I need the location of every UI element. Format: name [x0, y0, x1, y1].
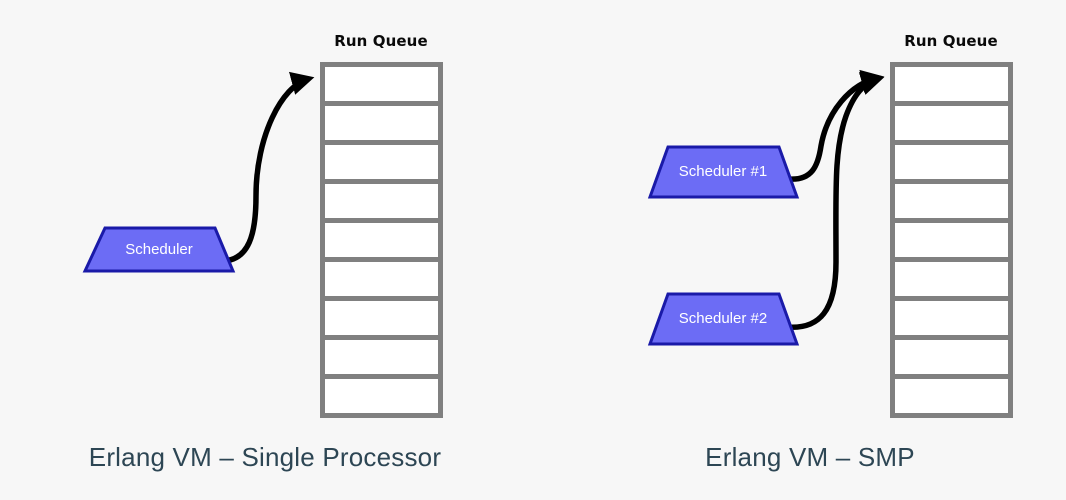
- run-queue-cell: [890, 257, 1013, 301]
- scheduler-label: Scheduler: [125, 241, 193, 258]
- run-queue-cell: [890, 62, 1013, 106]
- scheduler-1-shape[interactable]: [647, 145, 800, 199]
- run-queue-cell: [320, 218, 443, 262]
- run-queue-right: [890, 62, 1013, 418]
- run-queue-cell: [890, 218, 1013, 262]
- run-queue-cell: [890, 179, 1013, 223]
- run-queue-cell: [890, 335, 1013, 379]
- caption-smp: Erlang VM – SMP: [705, 442, 915, 472]
- run-queue-cell: [890, 140, 1013, 184]
- scheduler-1-label: Scheduler #1: [679, 163, 767, 180]
- arrow-scheduler-1-to-queue: [785, 69, 885, 182]
- run-queue-cell: [320, 179, 443, 223]
- scheduler-shape[interactable]: [82, 226, 236, 273]
- caption-single-processor: Erlang VM – Single Processor: [89, 442, 442, 472]
- run-queue-cell: [320, 257, 443, 301]
- scheduler-node[interactable]: Scheduler: [82, 226, 236, 273]
- run-queue-cell: [320, 62, 443, 106]
- run-queue-cell: [320, 101, 443, 145]
- run-queue-cell: [320, 140, 443, 184]
- run-queue-left: [320, 62, 443, 418]
- run-queue-cell: [320, 374, 443, 418]
- run-queue-cell: [890, 374, 1013, 418]
- run-queue-cell: [320, 335, 443, 379]
- scheduler-2-shape[interactable]: [647, 292, 800, 346]
- scheduler-1-node[interactable]: Scheduler #1: [647, 145, 800, 199]
- scheduler-2-node[interactable]: Scheduler #2: [647, 292, 800, 346]
- run-queue-label-left: Run Queue: [334, 32, 428, 50]
- arrow-scheduler-to-queue: [217, 71, 315, 264]
- run-queue-cell: [890, 296, 1013, 340]
- arrow-scheduler-2-to-queue: [783, 72, 885, 330]
- run-queue-label-right: Run Queue: [904, 32, 998, 50]
- scheduler-2-label: Scheduler #2: [679, 310, 767, 327]
- run-queue-cell: [320, 296, 443, 340]
- run-queue-cell: [890, 101, 1013, 145]
- panel-smp: Run Queue Scheduler #1: [647, 32, 1013, 472]
- panel-single-processor: Run Queue Scheduler Erlang VM: [82, 32, 443, 472]
